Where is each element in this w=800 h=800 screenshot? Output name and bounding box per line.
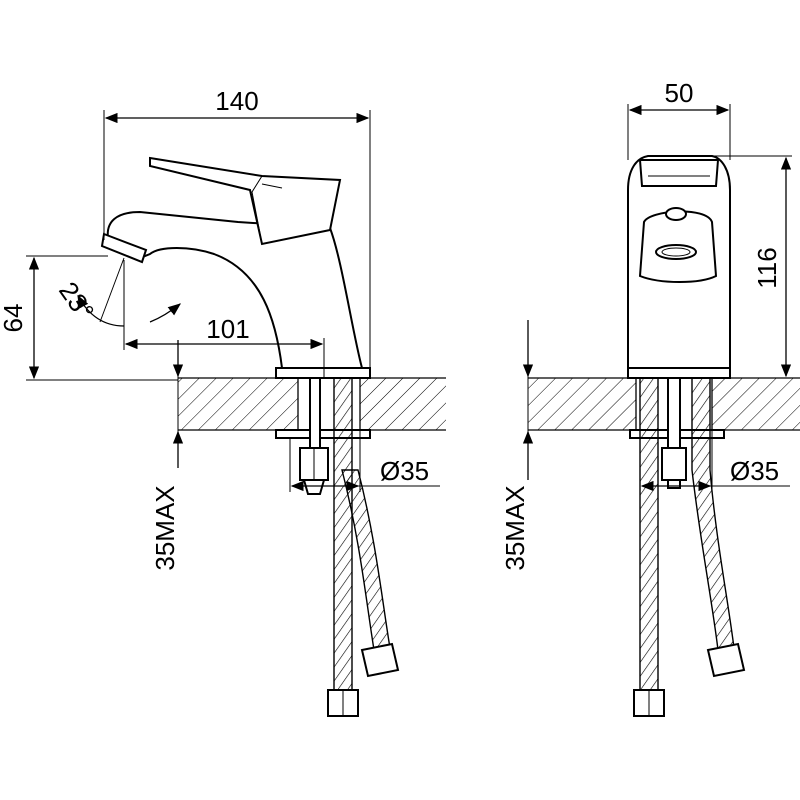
- front-faucet-body: [627, 155, 731, 379]
- angle-label: 23°: [53, 276, 100, 325]
- dim-max-thickness: 35MAX: [150, 340, 184, 571]
- dim-angle-23: 23°: [53, 257, 182, 327]
- dim-front-width-50: 50: [627, 78, 731, 160]
- side-view: 140 64 101 23° Ø35: [0, 86, 446, 717]
- hole-diameter-label: Ø35: [380, 456, 429, 486]
- dim-height-64: 64: [0, 255, 178, 381]
- dim-front-hole-diameter: Ø35: [639, 430, 790, 492]
- dim-width-140: 140: [103, 86, 371, 368]
- width-label: 140: [215, 86, 258, 116]
- max-thickness-label: 35MAX: [150, 485, 180, 570]
- dim-reach-101: 101: [123, 260, 325, 378]
- front-mounting-rod: [629, 377, 746, 717]
- side-faucet-body: [100, 156, 371, 379]
- front-hole-diameter-label: Ø35: [730, 456, 779, 486]
- front-width-label: 50: [665, 78, 694, 108]
- dim-front-height-116: 116: [712, 155, 792, 379]
- front-countertop: [528, 377, 800, 431]
- dim-front-max-thickness: 35MAX: [500, 320, 534, 571]
- side-hoses: [327, 377, 400, 717]
- front-height-label: 116: [752, 247, 782, 288]
- front-view: 50 116 Ø35 35MAX: [500, 78, 800, 717]
- height-label: 64: [0, 304, 28, 333]
- front-max-thickness-label: 35MAX: [500, 485, 530, 570]
- reach-label: 101: [206, 314, 249, 344]
- dim-hole-diameter: Ø35: [289, 430, 440, 492]
